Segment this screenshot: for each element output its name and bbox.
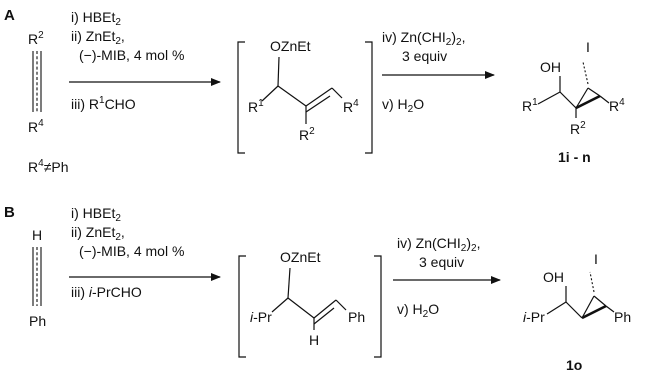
intermediate-right-substituent: R4: [343, 98, 359, 115]
conditions-a-1: i) HBEt2 ii) ZnEt2, (−)-MIB, 4 mol % iii…: [69, 9, 221, 112]
scheme-b: B H Ph i) HBEt2 ii) ZnEt2, (−)-MIB, 4 mo…: [4, 204, 631, 373]
conditions-b-1: i) HBEt2 ii) ZnEt2, (−)-MIB, 4 mol % iii…: [69, 205, 221, 300]
product-right-substituent: Ph: [614, 309, 631, 325]
intermediate-b: OZnEt i-Pr H Ph: [238, 249, 382, 358]
condition-line: v) H2O: [382, 96, 424, 115]
compound-number: 1o: [566, 357, 582, 373]
iodo-label: I: [586, 39, 590, 55]
alkyne-bottom-substituent: Ph: [29, 313, 46, 329]
intermediate-right-substituent: Ph: [348, 309, 365, 325]
condition-line: iv) Zn(CHI2)2,: [382, 29, 465, 48]
condition-line: 3 equiv: [419, 254, 464, 270]
scheme-a: A R2 R4 R4≠Ph i) HBEt2 ii) ZnEt2, (−)-MI…: [4, 7, 625, 175]
iodo-label: I: [594, 251, 598, 267]
condition-line: iii) i-PrCHO: [71, 284, 142, 300]
condition-line: i) HBEt2: [71, 9, 121, 28]
product-bottom-substituent: R2: [570, 120, 586, 137]
hydroxyl-label: OH: [543, 269, 564, 285]
ozinc-group: OZnEt: [270, 38, 311, 54]
alkyne-b: H Ph: [29, 227, 46, 329]
product-right-substituent: R4: [609, 97, 625, 114]
condition-line: 3 equiv: [402, 48, 447, 64]
conditions-a-2: iv) Zn(CHI2)2, 3 equiv v) H2O: [382, 29, 495, 115]
product-left-substituent: i-Pr: [523, 309, 545, 325]
condition-line: ii) ZnEt2,: [71, 28, 125, 47]
substituent-note: R4≠Ph: [28, 158, 69, 175]
compound-number: 1i - n: [558, 149, 591, 165]
panel-label-b: B: [4, 204, 15, 221]
condition-line: v) H2O: [397, 301, 439, 320]
intermediate-a: OZnEt R1 R2 R4: [237, 38, 373, 154]
panel-label-a: A: [4, 7, 15, 24]
alkyne-top-substituent: H: [32, 227, 42, 243]
alkyne-bottom-substituent: R4: [28, 118, 44, 135]
hydroxyl-label: OH: [540, 59, 561, 75]
condition-line: ii) ZnEt2,: [71, 224, 125, 243]
intermediate-left-substituent: i-Pr: [250, 309, 272, 325]
product-a: OH I R1 R4 R2 1i - n: [522, 39, 625, 165]
ozinc-group: OZnEt: [280, 249, 321, 265]
condition-line: iii) R1CHO: [71, 95, 136, 112]
conditions-b-2: iv) Zn(CHI2)2, 3 equiv v) H2O: [393, 235, 501, 320]
product-left-substituent: R1: [522, 97, 538, 114]
condition-line: (−)-MIB, 4 mol %: [79, 243, 184, 259]
intermediate-bottom-substituent: R2: [299, 126, 315, 143]
condition-line: i) HBEt2: [71, 205, 121, 224]
intermediate-bottom-substituent: H: [309, 332, 319, 348]
alkyne-top-substituent: R2: [28, 30, 44, 47]
alkyne-a: R2 R4 R4≠Ph: [28, 30, 69, 175]
condition-line: iv) Zn(CHI2)2,: [397, 235, 480, 254]
product-b: OH I i-Pr Ph 1o: [523, 251, 631, 373]
condition-line: (−)-MIB, 4 mol %: [79, 47, 184, 63]
